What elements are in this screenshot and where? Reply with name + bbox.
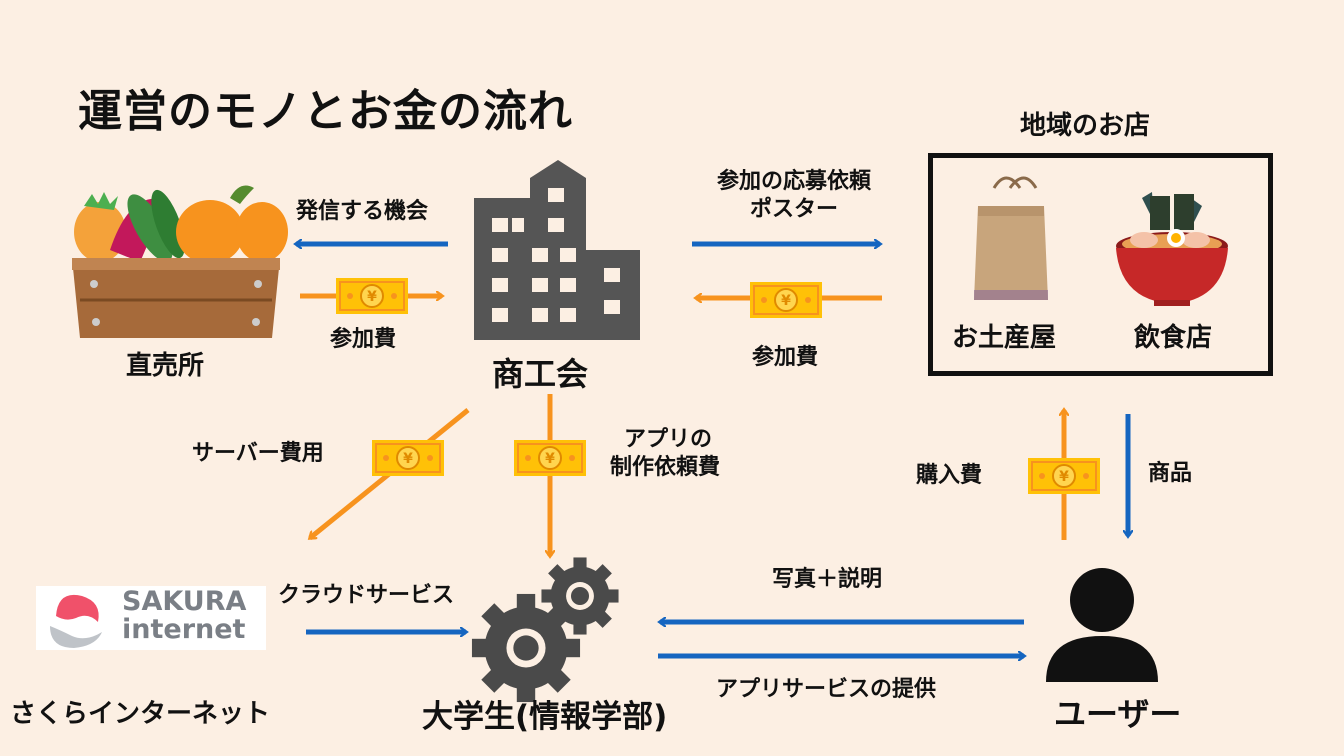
edge-label-application: 参加の応募依頼 ポスター [694,168,894,223]
gears-icon [471,557,619,703]
souvenir-shop-label: お土産屋 [952,323,1057,353]
edge-label-app-service: アプリサービスの提供 [716,677,937,702]
student-label: 大学生(情報学部) [422,699,668,735]
edge-label-application-line2: ポスター [749,196,838,222]
sakura-logo-mark [50,594,102,648]
sakura-logo-line1: SAKURA [122,586,247,617]
region-shops-box [928,153,1273,376]
yen-bill-icon [513,439,587,477]
edge-label-app-cost-line2: 制作依頼費 [610,454,721,480]
edge-label-opportunity: 発信する機会 [296,199,429,224]
yen-bill-icon [371,439,445,477]
region-shops-label: 地域のお店 [1020,111,1151,141]
restaurant-label: 飲食店 [1134,323,1213,353]
yen-bill-icon [749,281,823,319]
sakura-logo-line2: internet [122,613,246,645]
edge-label-app-cost-line1: アプリの [624,427,713,452]
edge-label-purchase: 購入費 [916,463,983,488]
edge-label-goods: 商品 [1148,461,1193,486]
edge-label-chokubai-fee: 参加費 [330,327,397,352]
shopping-bag-icon [974,176,1048,300]
vegetable-crate-icon [72,185,288,338]
edge-label-shops-fee: 参加費 [752,345,819,370]
edge-label-server-cost: サーバー費用 [192,441,324,466]
edge-label-app-cost: アプリの 制作依頼費 [610,426,720,481]
edge-label-application-line1: 参加の応募依頼 [716,169,871,194]
edge-label-cloud: クラウドサービス [278,583,455,608]
sakura-internet-logo: SAKURA internet [36,586,266,650]
sakura-caption: さくらインターネット [10,699,271,729]
edge-label-photo: 写真＋説明 [772,567,883,592]
ramen-bowl-icon [1116,192,1228,306]
yen-bill-icon [335,277,409,315]
user-icon [1046,568,1158,682]
chokubai-label: 直売所 [126,351,205,381]
user-label: ユーザー [1054,695,1182,733]
shoko-label: 商工会 [492,355,589,393]
page-title: 運営のモノとお金の流れ [78,86,573,137]
building-icon [474,160,640,340]
yen-bill-icon [1027,457,1101,495]
